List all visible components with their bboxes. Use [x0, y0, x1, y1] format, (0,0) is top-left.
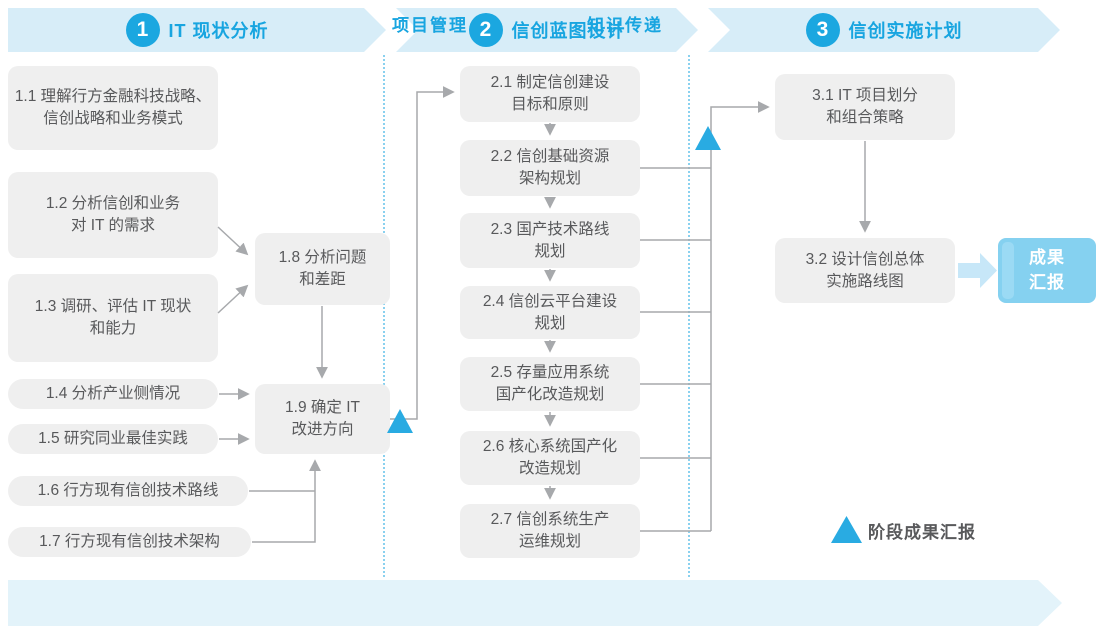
task-box-2-6: 2.6 核心系统国产化 改造规划 [460, 431, 640, 485]
task-box-2-4: 2.4 信创云平台建设 规划 [460, 286, 640, 339]
task-box-2-1: 2.1 制定信创建设 目标和原则 [460, 66, 640, 122]
task-box-3-2: 3.2 设计信创总体 实施路线图 [775, 238, 955, 303]
phase-number-badge: 1 [126, 13, 160, 47]
task-box-1-8: 1.8 分析问题 和差距 [255, 233, 390, 305]
task-box-1-4: 1.4 分析产业侧情况 [8, 379, 218, 409]
legend-label: 阶段成果汇报 [868, 523, 976, 542]
task-box-2-3: 2.3 国产技术路线 规划 [460, 213, 640, 268]
task-box-1-1: 1.1 理解行方金融科技战略、 信创战略和业务模式 [8, 66, 218, 150]
task-box-1-9: 1.9 确定 IT 改进方向 [255, 384, 390, 454]
phase-banner-1: 1 IT 现状分析 [8, 8, 386, 52]
milestone-triangle-phase1 [387, 409, 413, 433]
phase-number-badge: 3 [806, 13, 840, 47]
bottom-banner-label-project-management: 项目管理 [392, 15, 468, 35]
thick-arrow-icon [958, 253, 997, 288]
bottom-banner-label-knowledge-transfer: 知识传递 [587, 15, 663, 35]
task-box-1-6: 1.6 行方现有信创技术路线 [8, 476, 248, 506]
task-box-1-7: 1.7 行方现有信创技术架构 [8, 527, 251, 557]
task-box-1-3: 1.3 调研、评估 IT 现状 和能力 [8, 274, 218, 362]
milestone-triangle-phase2 [695, 126, 721, 150]
legend-triangle-icon [831, 516, 862, 543]
task-box-2-5: 2.5 存量应用系统 国产化改造规划 [460, 357, 640, 411]
task-box-2-7: 2.7 信创系统生产 运维规划 [460, 504, 640, 558]
task-box-1-2: 1.2 分析信创和业务 对 IT 的需求 [8, 172, 218, 258]
phase-separator-line [688, 55, 690, 577]
phase-title: IT 现状分析 [168, 21, 269, 41]
phase-banner-3: 3 信创实施计划 [708, 8, 1060, 52]
phase-separator-line [383, 55, 385, 577]
phase-title: 信创蓝图设计 [511, 21, 626, 41]
phase-number-badge: 2 [469, 13, 503, 47]
task-box-1-5: 1.5 研究同业最佳实践 [8, 424, 218, 454]
bottom-banner [8, 580, 1062, 626]
task-box-2-2: 2.2 信创基础资源 架构规划 [460, 140, 640, 196]
result-report-box: 成果 汇报 [998, 238, 1096, 303]
phase-title: 信创实施计划 [848, 21, 963, 41]
task-box-3-1: 3.1 IT 项目划分 和组合策略 [775, 74, 955, 140]
phase-banner-2: 2 信创蓝图设计 [396, 8, 698, 52]
